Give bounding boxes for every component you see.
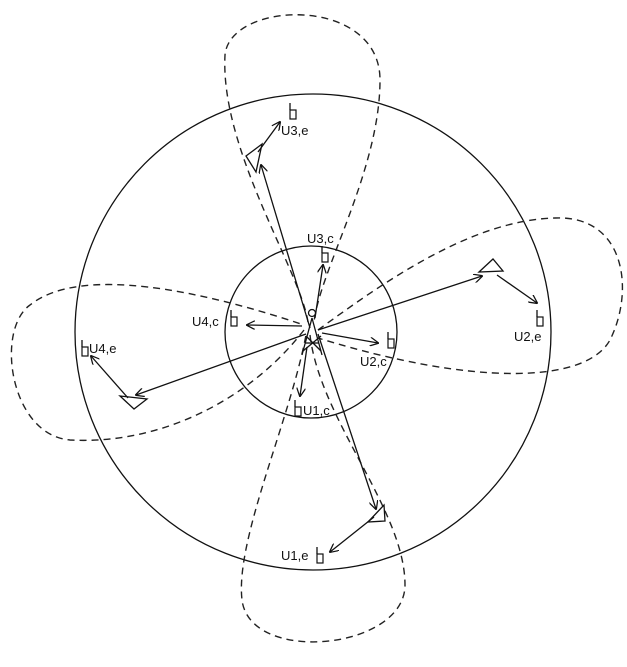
- beam-lobe-up: [224, 14, 381, 323]
- handset-icon-u4c: [230, 310, 238, 327]
- handset-icon-u3e: [289, 103, 297, 120]
- beam-lobe-down: [240, 334, 406, 643]
- handset-icon-u4e: [81, 340, 89, 357]
- ris-right-icon: [477, 258, 505, 273]
- link-bs-ris-left: [136, 333, 307, 395]
- link-bs-ris-down: [317, 333, 376, 509]
- handset-icon-u2e: [536, 310, 544, 327]
- label-u4-edge: U4,e: [89, 341, 116, 356]
- link-bs-u4c: [247, 325, 303, 326]
- label-u2-cell: U2,c: [360, 354, 387, 369]
- ris-up-icon: [245, 142, 263, 174]
- link-bs-ris-up: [261, 165, 311, 329]
- inner-cell-boundary: [224, 245, 398, 419]
- beam-lobe-right: [317, 217, 624, 375]
- link-bs-ris-right: [317, 276, 482, 331]
- ris-left-icon: [118, 395, 149, 410]
- link-ris-u3e: [257, 122, 280, 153]
- label-u4-cell: U4,c: [192, 314, 219, 329]
- link-ris-u1e: [330, 516, 375, 552]
- handset-icon-u1c: [294, 400, 302, 417]
- link-ris-u4e: [91, 356, 129, 399]
- handset-icon-u3c: [321, 246, 329, 263]
- handset-icon-u2c: [387, 332, 395, 349]
- label-u3-cell: U3,c: [307, 231, 334, 246]
- link-bs-u2c: [321, 332, 378, 343]
- link-bs-u1c: [300, 346, 308, 396]
- handset-icon-u1e: [316, 547, 324, 564]
- link-ris-u2e: [496, 274, 537, 303]
- beam-lobe-left: [10, 283, 305, 442]
- label-u3-edge: U3,e: [281, 123, 308, 138]
- link-bs-u3c: [314, 265, 323, 319]
- label-u1-cell: U1,c: [303, 403, 330, 418]
- antenna-tower-icon: [301, 308, 323, 356]
- outer-cell-boundary: [74, 93, 552, 571]
- label-u1-edge: U1,e: [281, 548, 308, 563]
- label-u2-edge: U2,e: [514, 329, 541, 344]
